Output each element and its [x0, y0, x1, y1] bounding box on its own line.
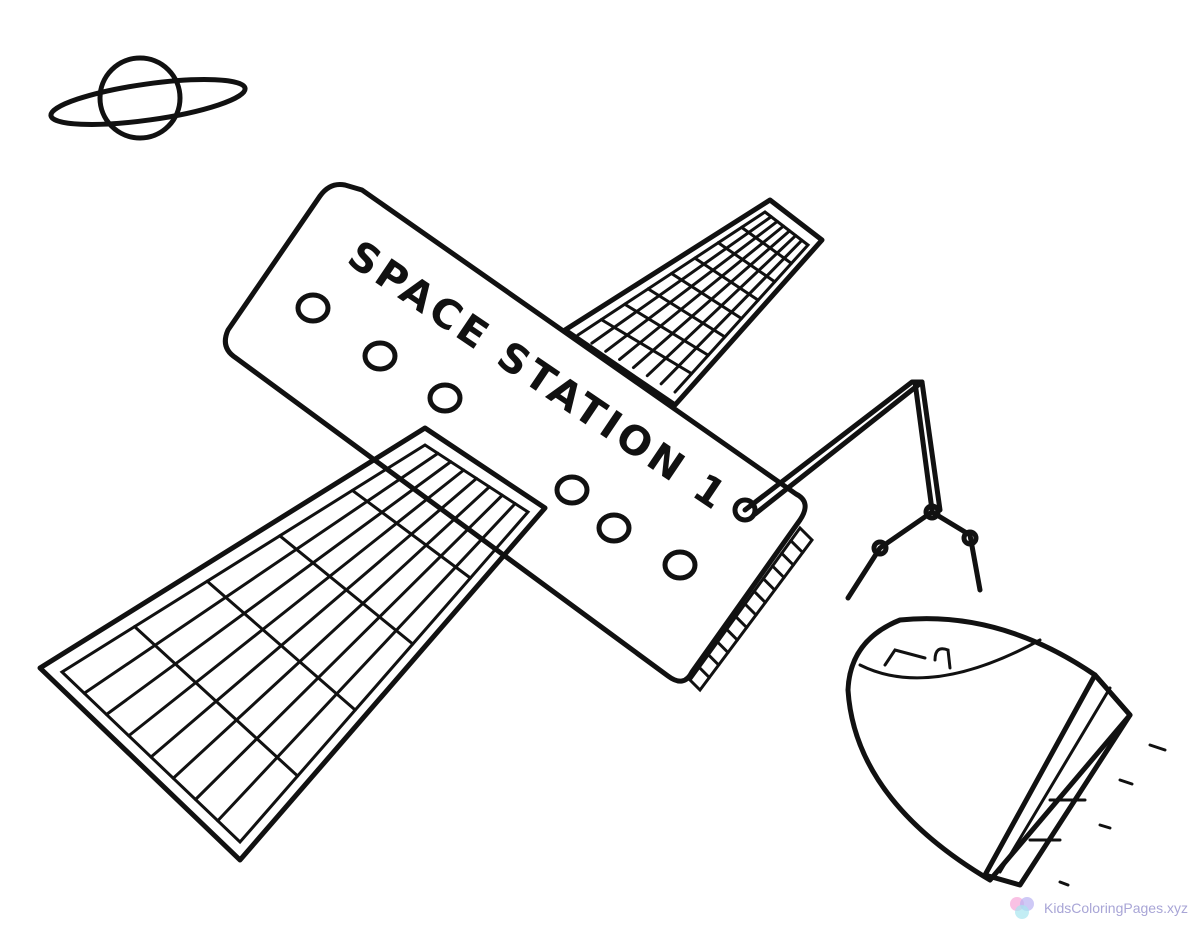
body-ridge: [771, 564, 786, 579]
body-ridge: [743, 602, 758, 617]
panel-grid-line: [599, 318, 694, 376]
porthole: [662, 549, 698, 581]
watermark-text: KidsColoringPages.xyz: [1044, 900, 1188, 916]
porthole: [596, 512, 632, 544]
upper-solar-panel: [562, 197, 825, 408]
robotic-arm: [732, 379, 983, 601]
body-ridge: [761, 577, 777, 592]
porthole: [295, 292, 331, 324]
body-ridge: [716, 640, 730, 654]
station-body: [222, 182, 814, 693]
body-ridge: [706, 653, 721, 667]
body-ridge: [780, 551, 795, 567]
panel-grid-line: [604, 219, 779, 353]
panel-grid-line: [623, 302, 710, 357]
panel-grid-line: [659, 238, 804, 386]
lower-solar-panel: [37, 425, 548, 863]
panel-grid-line: [590, 215, 773, 345]
body-ridge: [697, 665, 711, 679]
watermark-logo-icon: [1010, 897, 1036, 919]
panel-grid-line: [216, 502, 517, 823]
panel-grid-line: [645, 234, 798, 378]
space-capsule: [845, 616, 1167, 888]
panel-grid-line: [631, 229, 792, 370]
body-ridge: [752, 589, 767, 604]
panel-grid-line: [646, 287, 727, 339]
panel-grid-line: [194, 493, 504, 801]
porthole: [362, 340, 398, 372]
panel-grid-line: [716, 241, 777, 284]
panel-grid-line: [618, 224, 785, 361]
panel-grid-line: [105, 460, 453, 716]
body-ridge: [789, 539, 805, 554]
porthole: [427, 382, 463, 414]
planet-icon: [48, 55, 248, 141]
panel-grid-line: [127, 468, 466, 738]
panel-grid-line: [171, 485, 491, 780]
panel-grid-line: [693, 256, 760, 302]
panel-grid-line: [149, 477, 478, 759]
panel-grid-line: [670, 272, 743, 320]
body-ridge: [734, 615, 749, 629]
porthole: [554, 474, 590, 506]
panel-grid-line: [82, 451, 440, 695]
watermark: KidsColoringPages.xyz: [1010, 897, 1188, 919]
body-ridge: [725, 627, 739, 642]
